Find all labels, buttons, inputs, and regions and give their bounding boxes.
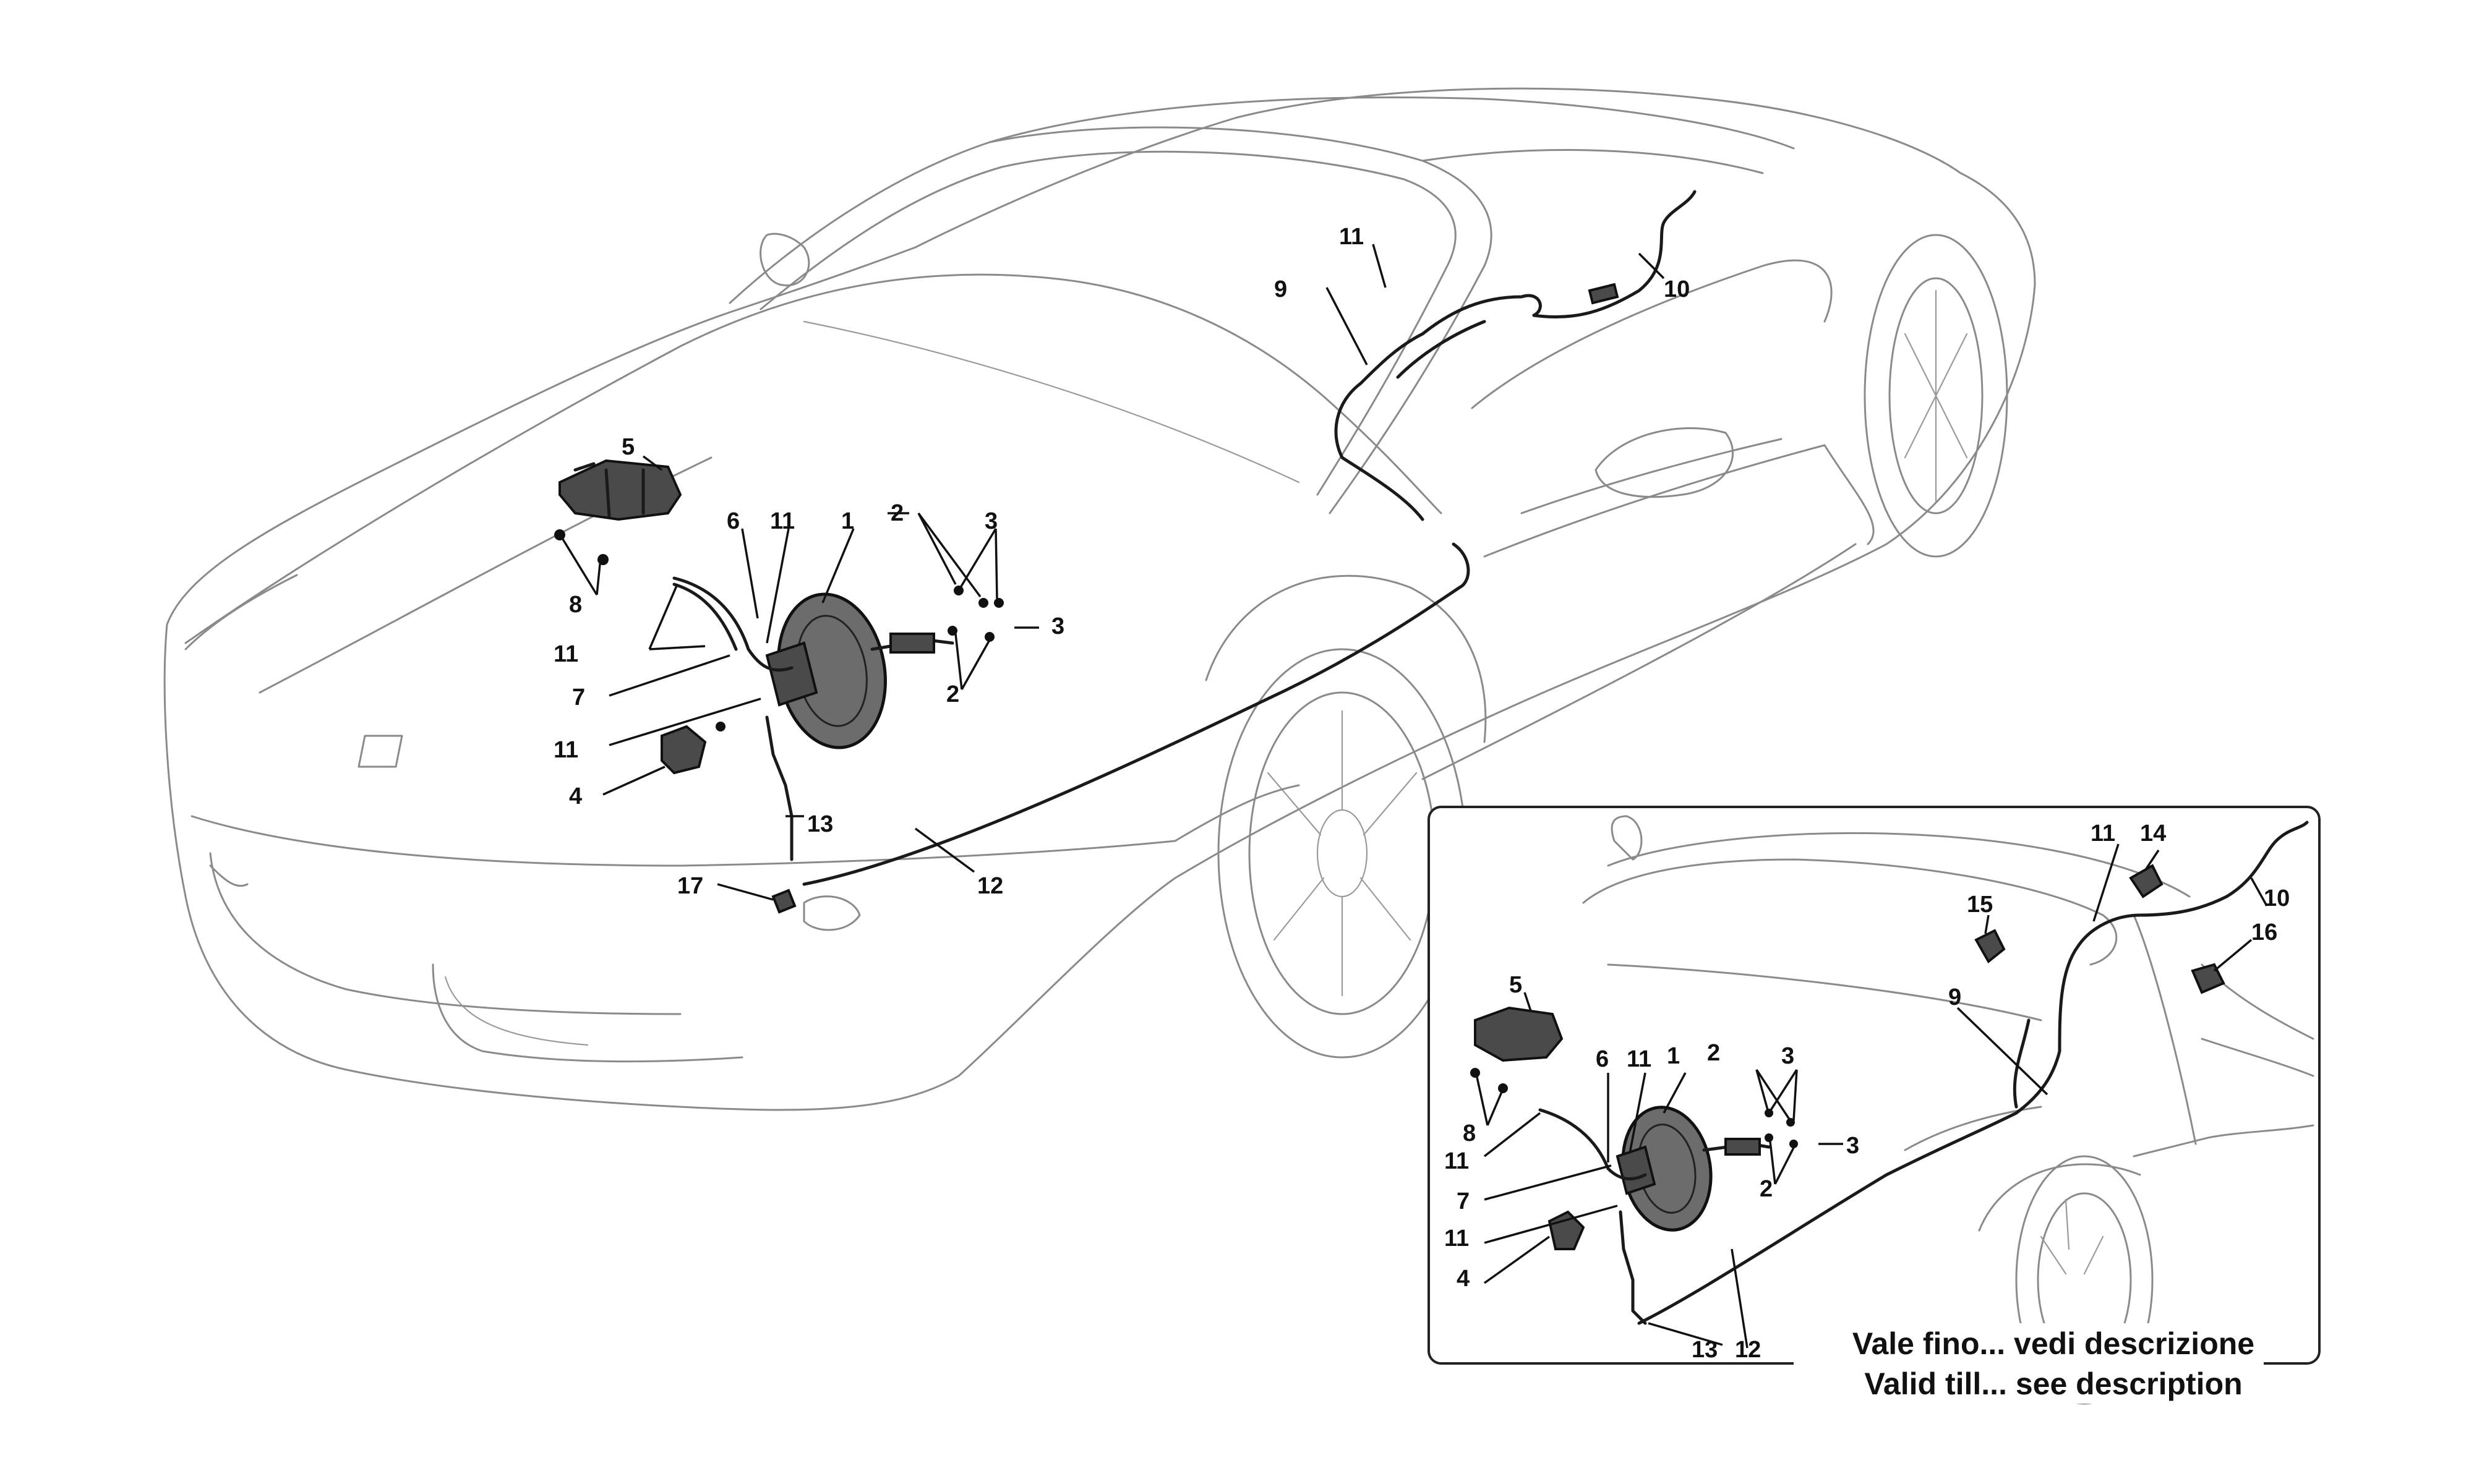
inset-caption-italian: Vale fino... vedi descrizione xyxy=(1852,1326,2254,1361)
inset-callout-11: 11 xyxy=(2091,821,2115,846)
inset-callout-13: 13 xyxy=(1692,1337,1718,1363)
inset-callout-10: 10 xyxy=(2264,885,2290,911)
callout-9: 9 xyxy=(1274,276,1287,302)
inset-callout-3: 3 xyxy=(1846,1133,1859,1159)
callout-17: 17 xyxy=(677,873,703,899)
callout-11: 11 xyxy=(554,737,578,763)
inset-callout-1: 1 xyxy=(1667,1043,1680,1069)
inset-callout-15: 15 xyxy=(1967,892,1993,918)
inset-callout-4: 4 xyxy=(1457,1266,1470,1292)
inset-leader-lines xyxy=(1476,843,2268,1349)
inset-callout-11: 11 xyxy=(1444,1226,1469,1252)
callout-13: 13 xyxy=(807,811,833,837)
brake-pipe-part-12 xyxy=(802,542,1470,886)
brake-booster-part-1 xyxy=(765,592,954,749)
brake-pipe-part-10 xyxy=(1532,190,1697,319)
main-leader-lines xyxy=(562,244,1665,901)
bracket-part-4 xyxy=(661,722,726,775)
clip-part-17 xyxy=(771,889,797,914)
brake-hose-part-13 xyxy=(765,715,794,861)
bolt-part-8b xyxy=(597,554,609,565)
callout-5: 5 xyxy=(622,434,635,460)
callout-12: 12 xyxy=(977,873,1003,899)
callout-11: 11 xyxy=(554,641,578,667)
inset-caption: Vale fino... vedi descrizione Valid till… xyxy=(1794,1323,2264,1404)
inset-callout-3: 3 xyxy=(1781,1043,1794,1069)
callout-6: 6 xyxy=(727,508,740,534)
inset-callout-8: 8 xyxy=(1463,1120,1476,1146)
callout-4: 4 xyxy=(569,783,582,809)
callout-3: 3 xyxy=(985,508,998,534)
brake-pipe-part-6 xyxy=(672,576,794,672)
inset-callout-2: 2 xyxy=(1760,1176,1773,1202)
callout-8: 8 xyxy=(569,592,582,618)
brake-pipe-part-7 xyxy=(672,582,738,651)
callout-7: 7 xyxy=(572,684,585,710)
car-body-outline xyxy=(163,87,2036,1111)
inset-caption-english: Valid till... see description xyxy=(1864,1367,2242,1401)
callout-3: 3 xyxy=(1051,613,1064,639)
inset-callout-11: 11 xyxy=(1627,1046,1651,1072)
callout-1: 1 xyxy=(841,508,854,534)
inset-callout-6: 6 xyxy=(1596,1046,1609,1072)
inset-panel: 1 2 2 3 3 4 5 6 7 8 9 10 11 11 11 11 12 … xyxy=(1427,806,2321,1405)
inset-callout-11: 11 xyxy=(1444,1148,1469,1174)
inset-callouts: 1 2 2 3 3 4 5 6 7 8 9 10 11 11 11 11 12 … xyxy=(1444,821,2290,1363)
inset-callout-7: 7 xyxy=(1457,1188,1470,1214)
callout-11: 11 xyxy=(770,508,795,534)
inset-callout-2: 2 xyxy=(1707,1040,1720,1066)
inset-callout-5: 5 xyxy=(1509,972,1522,998)
main-callouts: 1 2 2 3 3 4 5 6 7 8 9 10 11 11 11 11 12 … xyxy=(554,224,1690,899)
abs-unit-part-5 xyxy=(559,459,682,521)
inset-callout-14: 14 xyxy=(2140,821,2166,846)
main-brake-components xyxy=(554,190,1697,914)
callout-10: 10 xyxy=(1664,276,1690,302)
inset-callout-9: 9 xyxy=(1948,984,1961,1010)
inset-frame xyxy=(1427,806,2321,1365)
callout-11: 11 xyxy=(1339,224,1364,250)
callout-2: 2 xyxy=(946,681,959,707)
inset-brake-components xyxy=(1470,821,2309,1325)
brake-pipe-part-9 xyxy=(1334,294,1542,521)
inset-callout-16: 16 xyxy=(2251,919,2277,945)
bolt-part-8a xyxy=(554,529,565,540)
callout-2: 2 xyxy=(891,500,904,526)
inset-callout-12: 12 xyxy=(1735,1337,1761,1363)
